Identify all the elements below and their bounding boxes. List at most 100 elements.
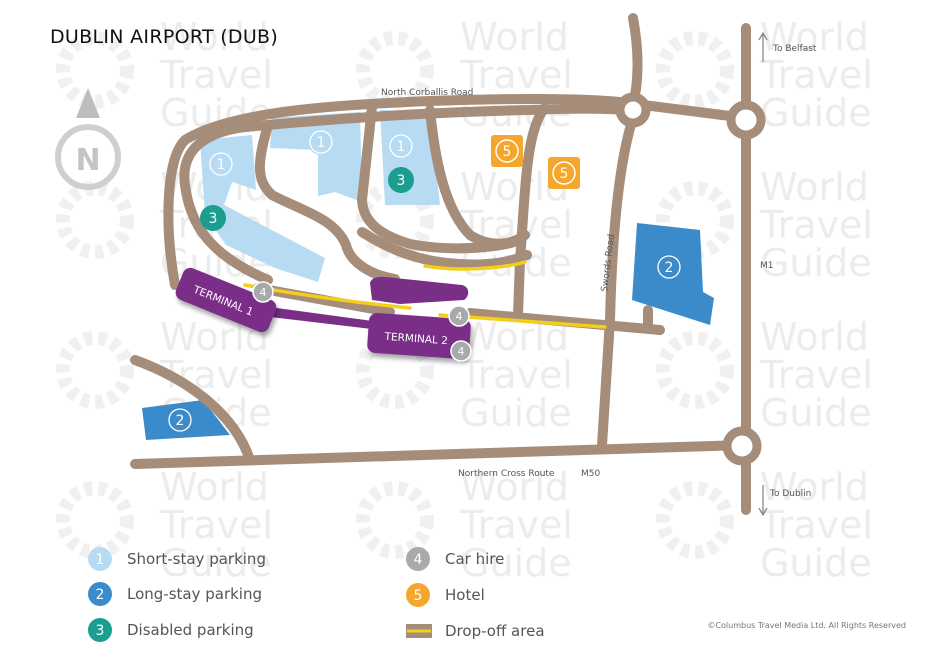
disabled-marker-icon: 3 xyxy=(88,618,112,642)
watermark-text: Guide xyxy=(760,391,872,435)
watermark-logo-icon xyxy=(56,331,134,409)
marker-number: 5 xyxy=(560,166,569,182)
watermark-logo-icon xyxy=(656,31,734,109)
marker-circle-icon xyxy=(448,305,470,327)
east-outer-road xyxy=(357,227,532,270)
to-dublin-label: To Dublin xyxy=(769,489,811,499)
short-stay-marker-icon: 1 xyxy=(88,547,112,571)
marker-circle-icon xyxy=(308,129,334,155)
marker-circle-icon xyxy=(167,407,193,433)
road-network xyxy=(130,13,751,515)
watermark-logo-icon xyxy=(56,481,134,559)
drop-off-road xyxy=(513,103,550,320)
watermark-logo-icon xyxy=(656,181,734,259)
marker-number: 1 xyxy=(217,157,226,173)
marker-circle-icon xyxy=(200,205,226,231)
watermark-text: World xyxy=(460,15,569,59)
watermark-logo-icon xyxy=(356,31,434,109)
terminal-buildings: TERMINAL 1 TERMINAL 2 xyxy=(175,267,471,359)
svg-text:2: 2 xyxy=(96,587,105,603)
marker-ring-icon xyxy=(495,139,519,163)
m1-label: M1 xyxy=(760,261,774,271)
watermark-text: Travel xyxy=(159,53,273,97)
marker-ring-icon xyxy=(209,152,233,176)
west-diagonal-road xyxy=(130,355,255,465)
compass-ring-icon xyxy=(55,124,121,190)
to-belfast-label: To Belfast xyxy=(772,44,817,54)
watermark-text: World xyxy=(760,315,869,359)
north-corballis-road-label: North Corballis Road xyxy=(381,88,473,98)
car-hire-marker-icon: 4 xyxy=(406,547,430,571)
marker-number: 1 xyxy=(397,139,406,155)
hotel-marker: 5 xyxy=(548,157,580,189)
svg-text:4: 4 xyxy=(414,552,423,568)
northern-cross-route-road xyxy=(130,440,750,469)
watermark-logo-icon xyxy=(56,31,134,109)
marker-circle-icon xyxy=(252,281,274,303)
watermark-text: World xyxy=(160,15,269,59)
marker-number: 5 xyxy=(503,144,512,160)
hotel-marker-icon: 5 xyxy=(406,583,430,607)
short-stay-marker: 1 xyxy=(208,151,234,177)
roundabout-m1-north xyxy=(726,100,766,140)
compass: N xyxy=(55,88,121,190)
marker-number: 4 xyxy=(260,286,267,299)
car-hire-spur-road xyxy=(465,308,665,335)
watermark-text: Guide xyxy=(460,541,572,585)
hotel-loop-road xyxy=(425,105,530,249)
watermark-text: World xyxy=(760,165,869,209)
roundabout-north xyxy=(615,92,651,128)
legend-label: Short-stay parking xyxy=(127,550,266,568)
marker-number: 3 xyxy=(397,173,406,189)
car-hire-marker: 4 xyxy=(448,305,470,327)
car-hire-marker: 4 xyxy=(450,340,472,362)
legend-item-drop-off: Drop-off area xyxy=(405,618,545,644)
marker-ring-icon xyxy=(309,130,333,154)
hotel-marker: 5 xyxy=(491,135,523,167)
map-markers: 1 1 1 3 3 2 2 4 4 4 5 5 xyxy=(167,129,682,433)
marker-number: 2 xyxy=(176,413,185,429)
swords-road-road xyxy=(597,107,640,450)
watermark-text: Guide xyxy=(760,91,872,135)
marker-circle-icon xyxy=(208,151,234,177)
northern-cross-route-label: Northern Cross Route xyxy=(458,469,555,479)
disabled-marker: 3 xyxy=(388,167,414,193)
marker-ring-icon xyxy=(657,255,681,279)
watermark-text: World xyxy=(160,465,269,509)
marker-number: 4 xyxy=(456,310,463,323)
svg-text:1: 1 xyxy=(96,552,105,568)
middle-loop-road xyxy=(254,120,400,284)
short-stay-marker: 1 xyxy=(308,129,334,155)
marker-number: 3 xyxy=(209,211,218,227)
marker-ring-icon xyxy=(389,134,413,158)
corballis-outer-road xyxy=(163,94,751,290)
terminal-1-building xyxy=(175,267,277,333)
compass-label: N xyxy=(75,143,100,178)
watermark-text: Guide xyxy=(460,391,572,435)
watermark-text: World xyxy=(460,465,569,509)
watermark-logo-icon xyxy=(356,331,434,409)
svg-text:5: 5 xyxy=(414,588,423,604)
marker-ring-icon xyxy=(168,408,192,432)
watermark-text: World xyxy=(760,15,869,59)
watermark-text: Guide xyxy=(760,541,872,585)
svg-text:3: 3 xyxy=(96,623,105,639)
m50-label: M50 xyxy=(581,469,600,479)
watermark-text: Travel xyxy=(759,503,873,547)
legend-label: Car hire xyxy=(445,550,505,568)
legend-label: Long-stay parking xyxy=(127,585,263,603)
watermark-text: Guide xyxy=(160,541,272,585)
legend-item-short-stay: 1 Short-stay parking xyxy=(87,546,266,572)
watermark-text: Travel xyxy=(459,503,573,547)
long-stay-marker: 2 xyxy=(656,254,682,280)
watermark-text: Guide xyxy=(760,241,872,285)
terminal-2-building xyxy=(367,313,471,359)
marker-circle-icon xyxy=(388,167,414,193)
arrow-up-icon xyxy=(758,31,768,62)
car-hire-marker: 4 xyxy=(252,281,274,303)
roundabouts xyxy=(615,92,766,466)
long-stay-marker-icon: 2 xyxy=(88,582,112,606)
